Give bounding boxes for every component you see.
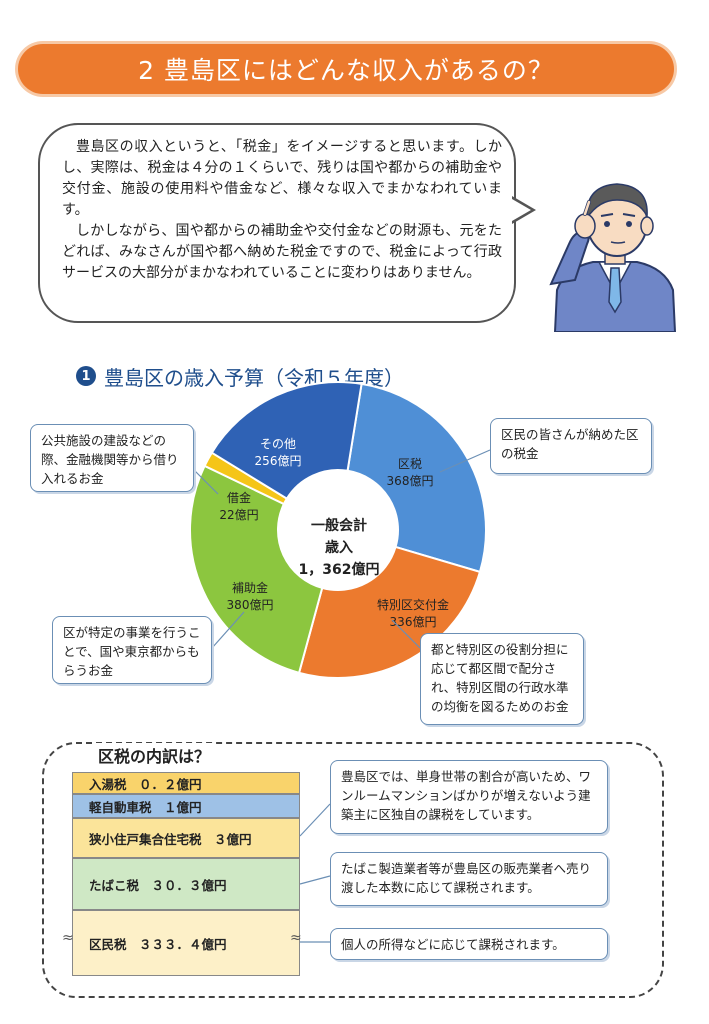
slice-value-koufukin: 336億円 xyxy=(389,615,437,629)
intro-paragraph-1: 豊島区の収入というと、「税金」をイメージすると思います。しかし、実際は、税金は４… xyxy=(62,139,502,218)
businessman-illustration xyxy=(549,183,677,332)
donut-hole xyxy=(278,470,398,590)
slice-value-hojokin: 380億円 xyxy=(226,598,274,612)
slice-label-koufukin: 特別区交付金 336億円 xyxy=(358,597,468,631)
callout-kuzei: 区民の皆さんが納めた区の税金 xyxy=(490,418,652,474)
connector-tabako xyxy=(299,875,331,885)
wave-break-left-icon: ≈ xyxy=(62,930,74,946)
callout-koufukin: 都と特別区の役割分担に応じて都区間で配分され、特別区間の行政水準の均衡を図るため… xyxy=(420,633,584,725)
connector-shakkin xyxy=(193,469,219,495)
connector-hojokin xyxy=(211,611,245,649)
note-kuminzei: 個人の所得などに応じて課税されます。 xyxy=(330,928,608,960)
speech-bubble-tail-inner xyxy=(512,199,531,221)
slice-value-sonota: 256億円 xyxy=(254,454,302,468)
connector-kyosho xyxy=(299,803,331,837)
slice-value-kuzei: 368億円 xyxy=(386,474,434,488)
callout-hojokin: 区が特定の事業を行うことで、国や東京都からもらうお金 xyxy=(52,616,212,684)
center-label-line-1: 一般会計 xyxy=(311,518,367,534)
slice-name-hojokin: 補助金 xyxy=(231,581,268,595)
tax-breakdown-title: 区税の内訳は？ xyxy=(92,743,217,767)
slice-label-hojokin: 補助金 380億円 xyxy=(218,580,282,614)
connector-kuzei xyxy=(439,449,491,473)
tax-row-kyosho: 狭小住戸集合住宅税 ３億円 xyxy=(72,818,300,858)
note-tabako: たばこ製造業者等が豊島区の販売業者へ売り渡した本数に応じて課税されます。 xyxy=(330,852,608,906)
tax-row-kuminzei: 区民税 ３３３．４億円 xyxy=(72,910,300,976)
note-kyosho: 豊島区では、単身世帯の割合が高いため、ワンルームマンションばかりが増えないよう建… xyxy=(330,760,608,834)
tax-row-tabako: たばこ税 ３０．３億円 xyxy=(72,858,300,910)
slice-name-kuzei: 区税 xyxy=(397,457,422,471)
center-label-line-3: 1，362億円 xyxy=(298,562,380,578)
tax-breakdown-frame xyxy=(42,742,664,998)
slice-value-shakkin: 22億円 xyxy=(219,508,259,522)
donut-center-label: 一般会計 歳入 1，362億円 xyxy=(284,515,394,581)
intro-paragraph-2: しかしながら、国や都からの補助金や交付金などの財源も、元をたどれば、みなさんが国… xyxy=(62,223,502,281)
connector-koufukin xyxy=(391,619,421,649)
slice-label-shakkin: 借金 22億円 xyxy=(212,490,266,524)
intro-speech-bubble xyxy=(38,123,516,323)
tax-row-nyuto: 入湯税 ０．２億円 xyxy=(72,772,300,794)
page-title-banner: 2 豊島区にはどんな収入があるの？ xyxy=(18,44,674,94)
center-label-line-2: 歳入 xyxy=(325,540,353,556)
page-title: 2 豊島区にはどんな収入があるの？ xyxy=(138,56,554,85)
section-number-badge: 1 xyxy=(76,366,96,386)
slice-label-kuzei: 区税 368億円 xyxy=(378,456,442,490)
slice-label-sonota: その他 256億円 xyxy=(246,436,310,470)
tax-row-keijidosha: 軽自動車税 １億円 xyxy=(72,794,300,818)
intro-text: 豊島区の収入というと、「税金」をイメージすると思います。しかし、実際は、税金は４… xyxy=(62,137,502,284)
callout-shakkin: 公共施設の建設などの際、金融機関等から借り入れるお金 xyxy=(30,424,194,492)
wave-break-right-icon: ≈ xyxy=(290,930,302,946)
slice-name-sonota: その他 xyxy=(259,437,296,451)
slice-name-shakkin: 借金 xyxy=(226,491,251,505)
slice-name-koufukin: 特別区交付金 xyxy=(376,598,449,612)
